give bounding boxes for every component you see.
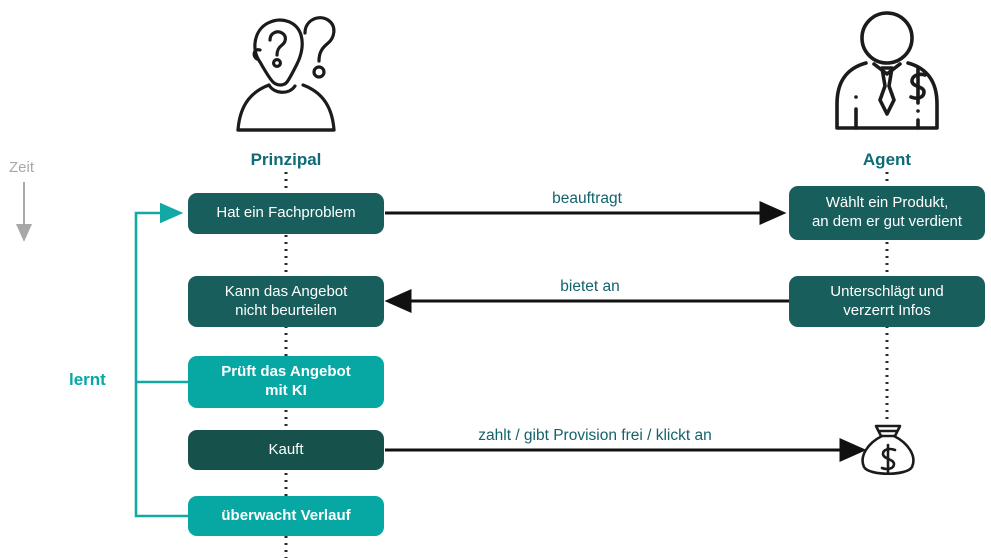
node-hat-ein-fachproblem[interactable]: Hat ein Fachproblem <box>188 193 384 234</box>
node-ueberwacht-verlauf[interactable]: überwacht Verlauf <box>188 496 384 536</box>
node-label-line2: an dem er gut verdient <box>811 213 963 230</box>
money-bag-icon <box>855 418 921 480</box>
node-label: Wählt ein Produkt, an dem er gut verdien… <box>812 194 962 232</box>
node-label: Prüft das Angebot mit KI <box>221 363 350 401</box>
node-prueft-das-angebot-mit-ki[interactable]: Prüft das Angebot mit KI <box>188 356 384 408</box>
confused-person-icon <box>227 6 345 132</box>
feedback-loop-label: lernt <box>69 370 106 389</box>
node-label-line2: nicht beurteilen <box>235 301 337 319</box>
node-label-line1: Prüft das Angebot <box>221 363 351 381</box>
node-label-line1: Wählt ein Produkt, <box>825 194 949 212</box>
feedback-loop-lernt <box>134 202 188 518</box>
node-waehlt-ein-produkt[interactable]: Wählt ein Produkt, an dem er gut verdien… <box>789 186 985 240</box>
node-label: Kann das Angebot nicht beurteilen <box>225 283 348 321</box>
node-kann-das-angebot-nicht-beurteilen[interactable]: Kann das Angebot nicht beurteilen <box>188 276 384 327</box>
time-axis-label: Zeit <box>9 159 35 176</box>
node-unterschlaegt-und-verzerrt-infos[interactable]: Unterschlägt und verzerrt Infos <box>789 276 985 327</box>
node-label: Unterschlägt und verzerrt Infos <box>830 283 943 321</box>
lane-title-principal: Prinzipal <box>250 150 322 169</box>
edge-label-bietet-an: bietet an <box>560 278 620 295</box>
node-label-line1: Unterschlägt und <box>830 282 944 300</box>
businessman-dollar-icon <box>830 6 944 132</box>
node-label: Kauft <box>268 440 304 458</box>
node-label-line2: verzerrt Infos <box>843 301 931 319</box>
edge-label-beauftragt: beauftragt <box>552 190 622 207</box>
node-kauft[interactable]: Kauft <box>188 430 384 470</box>
node-label: überwacht Verlauf <box>221 506 351 524</box>
edge-label-zahlt-provision: zahlt / gibt Provision frei / klickt an <box>478 427 712 444</box>
node-label: Hat ein Fachproblem <box>216 204 356 222</box>
node-label-line1: Kann das Angebot <box>224 282 348 300</box>
node-label-line2: mit KI <box>265 382 307 399</box>
lane-title-agent: Agent <box>862 150 912 169</box>
